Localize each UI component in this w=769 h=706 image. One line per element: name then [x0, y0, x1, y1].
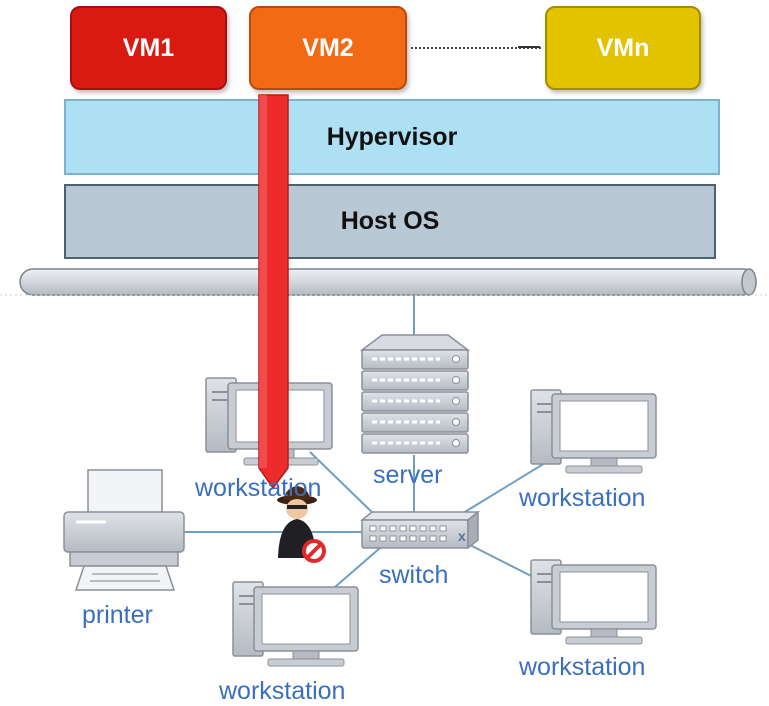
workstation-label-top-left: workstation: [195, 474, 322, 502]
printer-icon: [63, 469, 185, 591]
server-icon: [359, 334, 471, 454]
hacker-icon: [277, 486, 317, 558]
workstation-icon-top-right: [530, 389, 657, 474]
switch-icon: x: [359, 510, 481, 550]
hypervisor-layer: Hypervisor: [64, 99, 720, 175]
vm-ellipsis-connector: [411, 47, 541, 49]
printer-label: printer: [82, 601, 153, 629]
workstation-label-bottom-right: workstation: [519, 653, 646, 681]
workstation-icon-bottom-right: [530, 559, 657, 645]
server-label: server: [373, 461, 443, 489]
network-bus: [0, 268, 769, 296]
workstation-label-top-right: workstation: [519, 484, 646, 512]
svg-text:x: x: [458, 528, 466, 544]
attack-arrow: [258, 94, 289, 490]
vm1-box: VM1: [70, 6, 227, 90]
prohibited-icon: [302, 539, 326, 563]
switch-label: switch: [379, 561, 449, 589]
vmn-box: VMn: [545, 6, 701, 90]
vm-ellipsis-dash: [518, 46, 540, 48]
workstation-label-bottom-left: workstation: [219, 677, 346, 705]
vm2-box: VM2: [249, 6, 407, 90]
workstation-icon-bottom-left: [232, 581, 359, 667]
host-os-layer: Host OS: [64, 184, 716, 259]
